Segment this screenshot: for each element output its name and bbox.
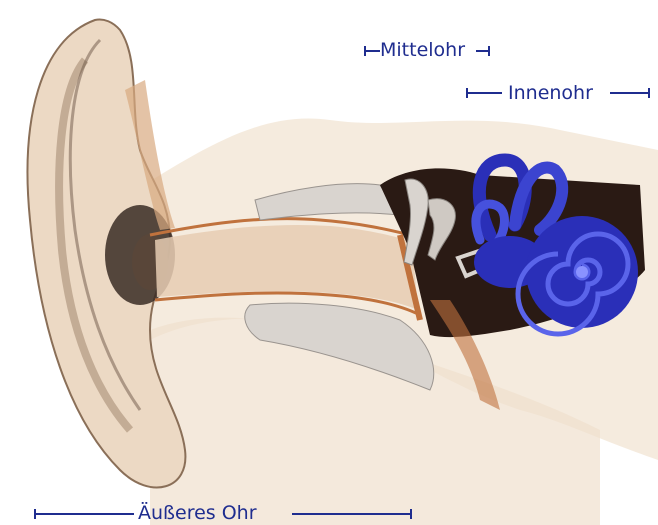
middle-ear-rule-left xyxy=(364,50,380,52)
inner-ear-rule-left xyxy=(466,92,502,94)
middle-ear-tick-right xyxy=(488,46,490,56)
outer-ear-rule-left xyxy=(34,513,134,515)
outer-ear-text: Äußeres Ohr xyxy=(138,503,257,523)
outer-ear-rule-right xyxy=(292,513,412,515)
inner-ear-tick-right xyxy=(648,88,650,98)
inner-ear-text: Innenohr xyxy=(508,83,593,103)
outer-ear-tick-right xyxy=(410,509,412,519)
inner-ear-rule-right xyxy=(610,92,650,94)
cochlea-center xyxy=(576,266,588,278)
middle-ear-text: Mittelohr xyxy=(380,40,465,60)
